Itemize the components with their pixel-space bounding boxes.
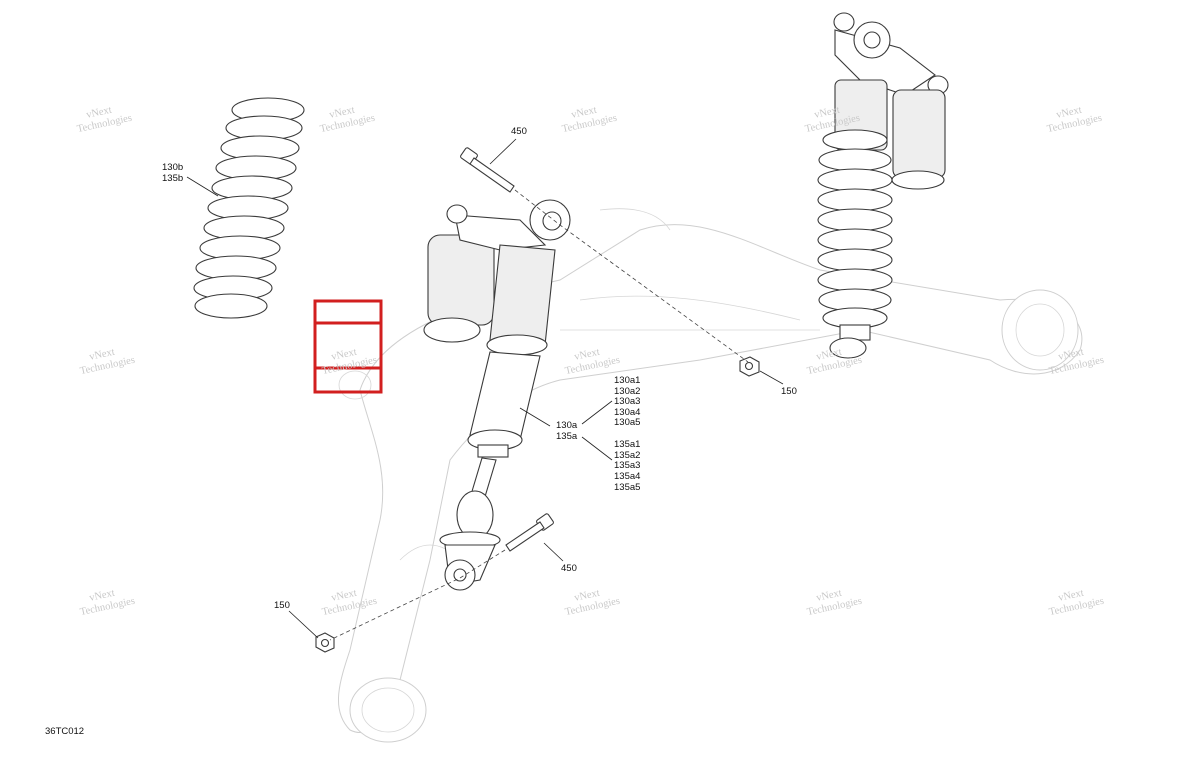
callout-nut-left: 150 (274, 600, 290, 611)
callout-variant-135-2: 135a2 (614, 450, 640, 461)
callout-shock-1: 130a (556, 420, 578, 431)
callout-variant-130-3: 130a3 (614, 396, 640, 407)
bolt-bottom (505, 513, 554, 552)
callout-variant-135-3: 135a3 (614, 460, 640, 471)
watermark-line1: vNext (1057, 347, 1084, 363)
watermark-line1: vNext (573, 588, 600, 604)
callout-variant-135-1: 135a1 (614, 439, 640, 450)
leader-lines (186, 138, 784, 639)
watermark-line1: vNext (813, 105, 840, 121)
watermark-line1: vNext (1057, 588, 1084, 604)
nut-right (739, 356, 760, 377)
watermark-line1: vNext (815, 588, 842, 604)
highlight-box-bottom (313, 366, 383, 394)
callout-variant-130-2: 130a2 (614, 386, 640, 397)
watermarks: vNext Technologies vNext Technologies vN… (76, 105, 1105, 618)
watermark-line1: vNext (1055, 105, 1082, 121)
highlight-box-top (313, 299, 383, 325)
axis-bottom (329, 549, 506, 641)
watermark-line1: vNext (88, 588, 115, 604)
callout-variant-130-5: 130a5 (614, 417, 640, 428)
watermark-line1: vNext (573, 347, 600, 363)
watermark-line1: vNext (85, 105, 112, 121)
diagram-code: 36TC012 (45, 726, 84, 737)
highlight-boxes (313, 299, 383, 394)
coil-spring (193, 97, 305, 319)
watermark-line1: vNext (330, 347, 357, 363)
nut-left (315, 632, 335, 653)
callout-variant-130-1: 130a1 (614, 375, 640, 386)
callout-spring-2: 135b (162, 173, 183, 184)
axis-top (514, 189, 749, 363)
callout-bolt-top: 450 (511, 126, 527, 137)
callout-variant-135-5: 135a5 (614, 482, 640, 493)
callout-shock-2: 135a (556, 431, 578, 442)
watermark-line1: vNext (88, 347, 115, 363)
callout-spring-1: 130b (162, 162, 183, 173)
callout-variant-130-4: 130a4 (614, 407, 640, 418)
callout-bolt-bottom: 450 (561, 563, 577, 574)
shock-absorber (423, 199, 571, 591)
callout-variant-135-4: 135a4 (614, 471, 640, 482)
watermark-line1: vNext (330, 588, 357, 604)
callouts: 130b 135b 450 450 150 150 130a 135a 130a… (45, 126, 797, 737)
watermark-line1: vNext (570, 105, 597, 121)
assembled-coilover (817, 12, 949, 359)
callout-nut-right: 150 (781, 386, 797, 397)
watermark-line1: vNext (815, 347, 842, 363)
watermark-line1: vNext (328, 105, 355, 121)
bolt-top (460, 147, 515, 193)
